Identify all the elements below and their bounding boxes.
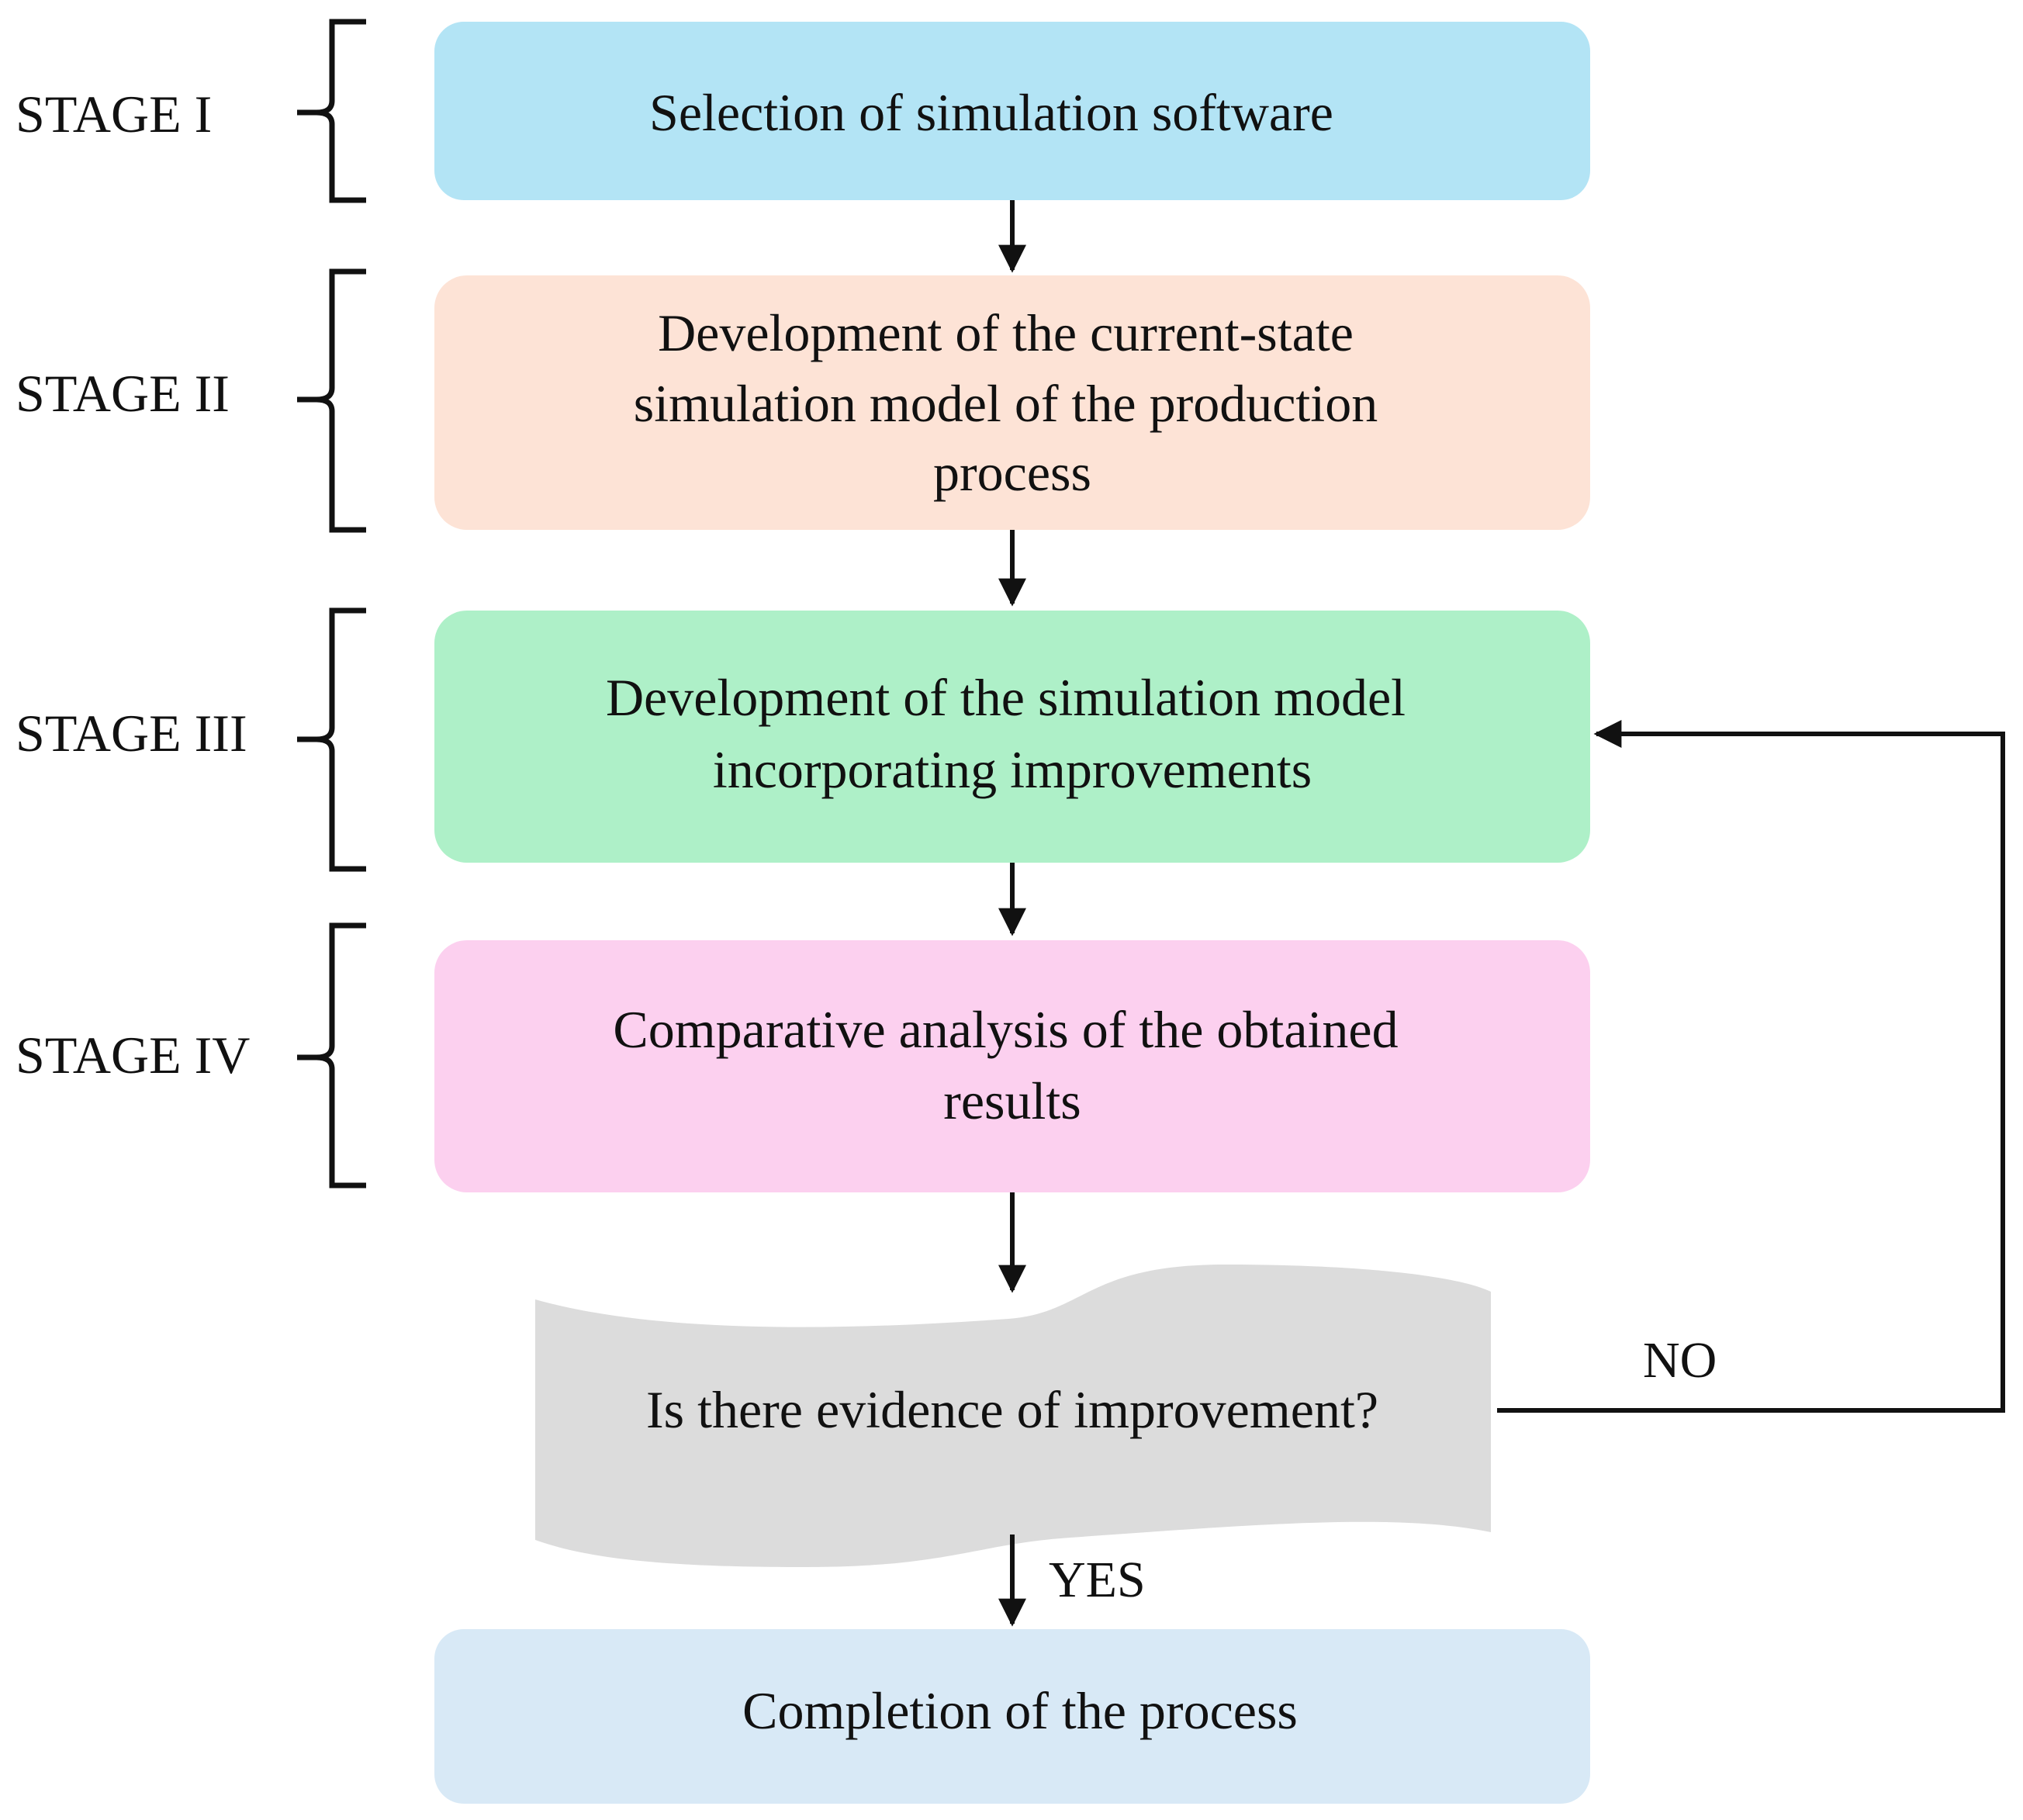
stage-bracket-1 (297, 19, 366, 203)
stage-label-4: STAGE IV (16, 1026, 250, 1085)
box-current-state (434, 275, 1590, 530)
box-text-comparative: Comparative analysis of the obtained res… (613, 1000, 1411, 1130)
box-text-completion: Completion of the process (742, 1681, 1298, 1740)
box-text-selection: Selection of simulation software (649, 83, 1333, 142)
box-line: simulation model of the production (634, 374, 1378, 433)
box-decision (535, 1265, 1491, 1567)
box-improvements (434, 611, 1590, 863)
box-line: incorporating improvements (713, 740, 1312, 799)
box-line: Completion of the process (742, 1681, 1298, 1740)
box-line: Selection of simulation software (649, 83, 1333, 142)
label-yes: YES (1049, 1552, 1146, 1608)
box-line: Development of the simulation model (606, 668, 1406, 727)
arrow-no-loop (1497, 720, 2005, 1413)
box-line: Comparative analysis of the obtained (613, 1000, 1398, 1059)
stage-label-1: STAGE I (16, 85, 212, 144)
label-no: NO (1643, 1332, 1717, 1389)
box-comparative (434, 940, 1590, 1192)
box-line: Is there evidence of improvement? (646, 1380, 1378, 1439)
box-text-current-state: Development of the current-state simulat… (634, 303, 1391, 502)
stage-label-2: STAGE II (16, 364, 230, 423)
box-completion (434, 1629, 1590, 1804)
stage-label-3: STAGE III (16, 704, 247, 763)
stage-bracket-4 (297, 922, 366, 1189)
box-line: results (943, 1071, 1081, 1130)
box-line: process (933, 443, 1091, 502)
box-line: Development of the current-state (658, 303, 1354, 362)
box-text-improvements: Development of the simulation model inco… (606, 668, 1419, 799)
stage-bracket-2 (297, 268, 366, 533)
stage-bracket-3 (297, 607, 366, 872)
box-selection (434, 22, 1590, 200)
box-text-decision: Is there evidence of improvement? (646, 1380, 1378, 1439)
